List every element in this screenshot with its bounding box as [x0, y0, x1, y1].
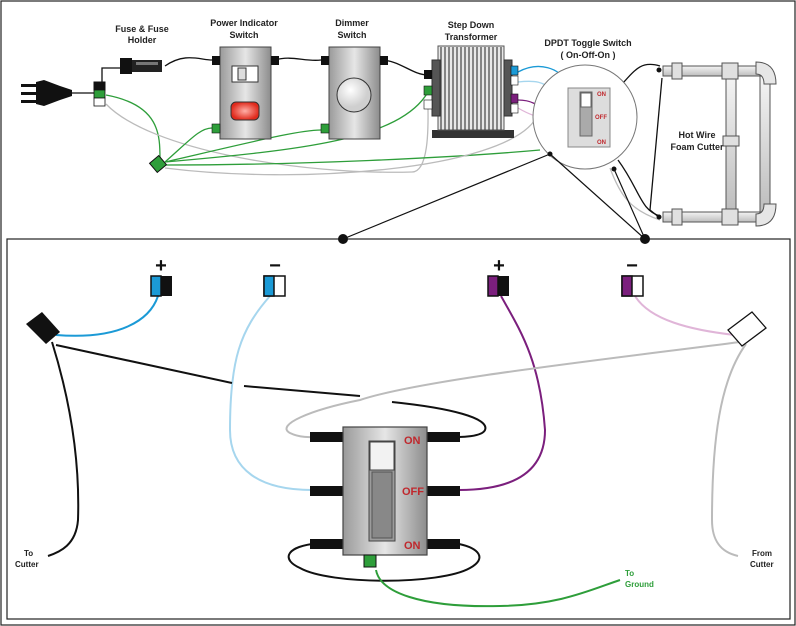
switch-label-on-top: ON — [404, 435, 421, 447]
from-cutter-line1: From — [752, 549, 772, 558]
plus-sign-2: + — [493, 255, 505, 277]
indicator-lamp — [230, 101, 260, 121]
terminal-blue-minus: − — [263, 255, 286, 297]
detail-wires — [47, 295, 747, 608]
connector-white — [727, 311, 767, 347]
step-down-transformer: Step Down Transformer — [423, 20, 519, 138]
to-ground-line1: To — [625, 569, 634, 578]
switch-label-on-bottom: ON — [404, 540, 421, 552]
cutter-label-line1: Hot Wire — [679, 130, 716, 140]
plus-sign-1: + — [155, 255, 167, 277]
hot-wire-foam-cutter: Hot Wire Foam Cutter — [662, 61, 777, 227]
dpdt-label-line2: ( On-Off-On ) — [561, 50, 616, 60]
dpdt-detail-panel: + − + − — [6, 234, 791, 620]
switch-label-off: OFF — [402, 486, 424, 498]
dimmer-knob — [336, 77, 372, 113]
terminal-purple-minus: − — [621, 255, 644, 297]
transformer-label-line1: Step Down — [448, 20, 495, 30]
fuse-holder: Fuse & Fuse Holder — [115, 24, 169, 74]
to-ground-line2: Ground — [625, 580, 654, 589]
mini-on-bottom: ON — [597, 140, 606, 146]
mini-off: OFF — [595, 115, 607, 121]
from-cutter-line2: Cutter — [750, 560, 774, 569]
dpdt-toggle-switch-detail: ON OFF ON — [310, 426, 460, 568]
dimmer-label-line2: Switch — [337, 30, 366, 40]
mini-on-top: ON — [597, 92, 606, 98]
power-indicator-switch: Power Indicator Switch — [210, 18, 279, 140]
dimmer-switch: Dimmer Switch — [320, 18, 388, 140]
ground-terminal — [363, 554, 377, 568]
fuse-label-line2: Holder — [128, 35, 157, 45]
to-cutter-line1: To — [24, 549, 33, 558]
fuse-label-line1: Fuse & Fuse — [115, 24, 169, 34]
to-cutter-line2: Cutter — [15, 560, 39, 569]
terminal-blue-plus: + — [150, 255, 172, 297]
transformer-label-line2: Transformer — [445, 32, 498, 42]
minus-sign-2: − — [626, 255, 638, 277]
cutter-label-line2: Foam Cutter — [670, 142, 724, 152]
power-plug — [21, 80, 106, 107]
power-label-line1: Power Indicator — [210, 18, 278, 28]
minus-sign-1: − — [269, 255, 281, 277]
power-label-line2: Switch — [229, 30, 258, 40]
dpdt-toggle-switch-overview: ON OFF ON DPDT Toggle Switch ( On-Off-On… — [532, 38, 662, 220]
dimmer-label-line1: Dimmer — [335, 18, 369, 28]
ground-lug — [148, 154, 168, 174]
connector-black — [26, 312, 60, 344]
top-overview: Fuse & Fuse Holder Power Indicator Switc… — [21, 18, 777, 240]
dpdt-label-line1: DPDT Toggle Switch — [544, 38, 631, 48]
terminal-purple-plus: + — [487, 255, 509, 297]
